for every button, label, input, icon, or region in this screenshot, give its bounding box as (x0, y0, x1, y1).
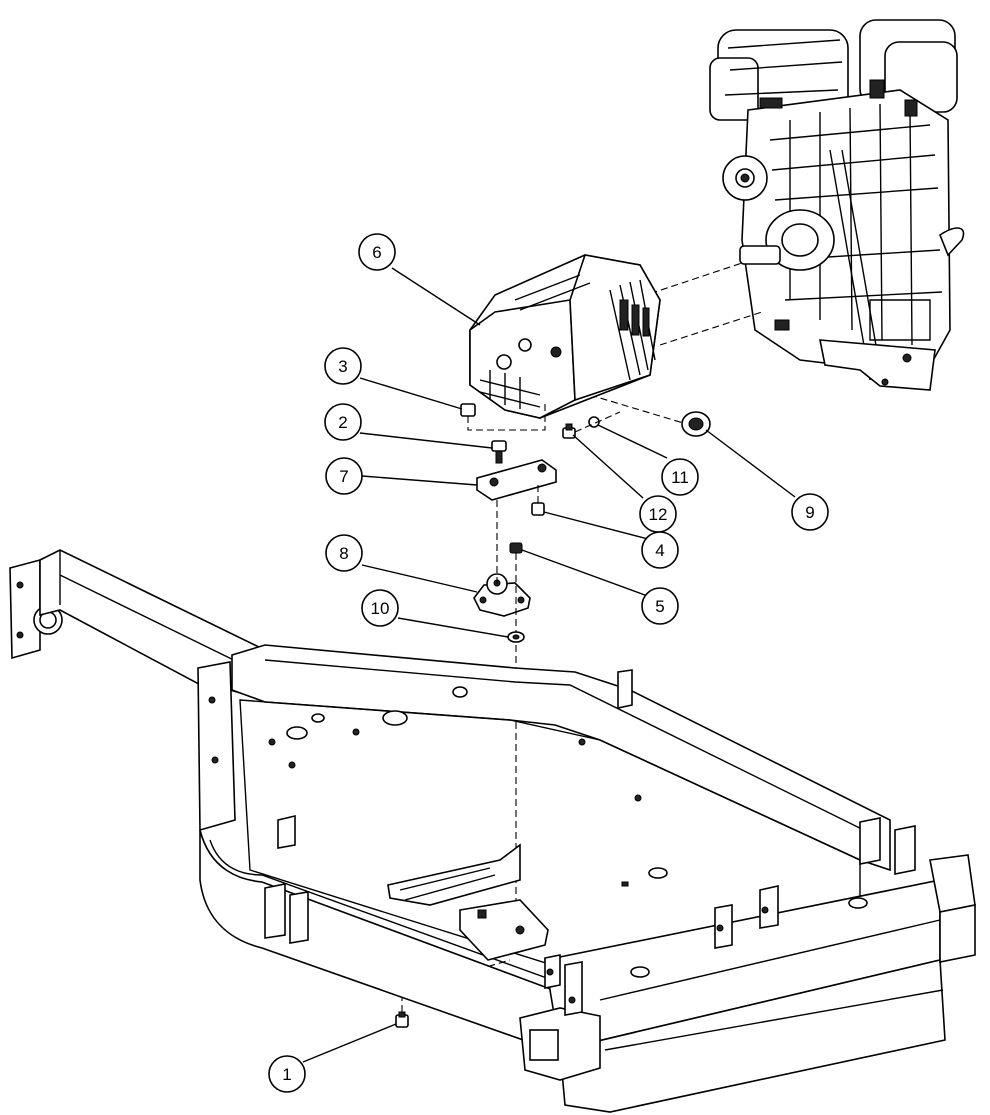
alternator (469, 254, 661, 419)
bolt-bottom (395, 1011, 409, 1028)
callout-9[interactable]: 9 (791, 493, 829, 531)
bolt-upper (491, 440, 507, 464)
small-bolt (562, 423, 576, 439)
callout-label-12: 12 (649, 505, 668, 524)
align-line-3 (589, 394, 691, 426)
callout-5[interactable]: 5 (641, 587, 679, 625)
mounting-plate (476, 459, 557, 501)
callout-label-4: 4 (655, 541, 664, 560)
callout-12[interactable]: 12 (639, 495, 677, 533)
callout-label-6: 6 (372, 243, 381, 262)
callout-label-5: 5 (655, 597, 664, 616)
callout-1[interactable]: 1 (268, 1055, 306, 1093)
align-line-7 (401, 959, 511, 1012)
bolt-mid (531, 485, 545, 516)
callout-10[interactable]: 10 (361, 589, 399, 627)
leader-lines (302, 267, 796, 1063)
callout-4[interactable]: 4 (641, 531, 679, 569)
callout-8[interactable]: 8 (325, 534, 363, 572)
callout-3[interactable]: 3 (324, 347, 362, 385)
small-washer (574, 411, 621, 433)
nut-upper (460, 400, 546, 431)
callout-label-3: 3 (338, 357, 347, 376)
callout-label-7: 7 (339, 467, 348, 486)
washer (507, 631, 525, 643)
callout-2[interactable]: 2 (324, 403, 362, 441)
bushing (681, 411, 711, 437)
callout-label-1: 1 (282, 1065, 291, 1084)
callout-6[interactable]: 6 (358, 233, 396, 271)
callout-label-2: 2 (338, 413, 347, 432)
rubber-mount (473, 573, 531, 617)
callout-7[interactable]: 7 (325, 457, 363, 495)
callout-label-10: 10 (371, 599, 390, 618)
align-line-2 (659, 311, 763, 346)
nut-mid (509, 542, 523, 554)
callout-11[interactable]: 11 (661, 458, 699, 496)
frame (9, 549, 976, 1113)
align-line-1 (639, 262, 743, 298)
callout-label-9: 9 (805, 503, 814, 522)
callout-label-8: 8 (339, 544, 348, 563)
engine (709, 19, 965, 391)
callout-label-11: 11 (671, 468, 689, 487)
